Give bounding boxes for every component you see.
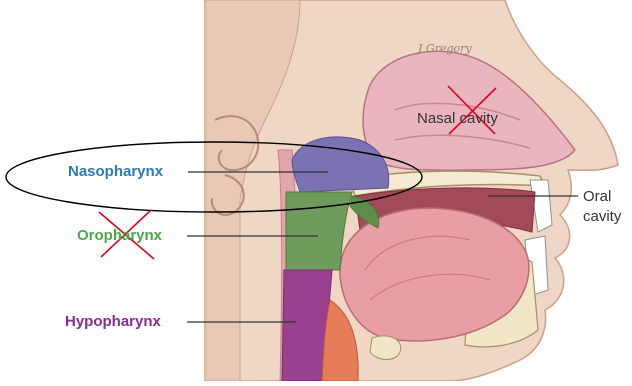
label-oral-cavity-line1: Oral <box>583 188 611 205</box>
label-oral-cavity-line2: cavity <box>583 208 621 225</box>
artist-signature: J Gregory <box>418 42 472 55</box>
label-nasopharynx: Nasopharynx <box>68 163 163 180</box>
label-nasal-cavity: Nasal cavity <box>417 110 498 127</box>
label-hypopharynx: Hypopharynx <box>65 313 161 330</box>
label-oropharynx: Oropharynx <box>77 227 162 244</box>
hyoid-bone <box>370 336 401 360</box>
